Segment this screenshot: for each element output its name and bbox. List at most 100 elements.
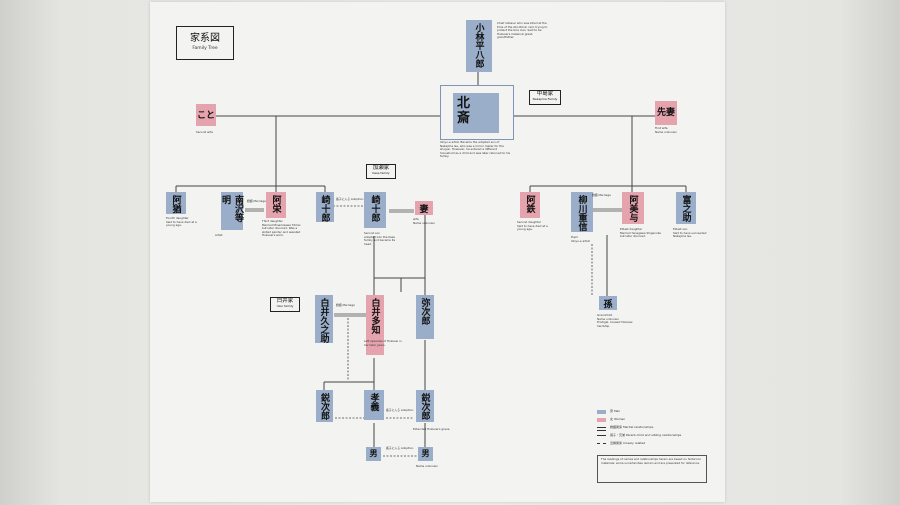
role-minamisawa: Artist — [215, 233, 223, 237]
node-sakijuro-name: 崎十郎 — [369, 195, 380, 222]
desc-nijiro2: Extended Hokusai's grave. — [413, 427, 451, 431]
adoption-label-2: 養子に入る Adoption — [386, 408, 414, 412]
legend-marriage-text: 婚姻関係 Marital relationships — [610, 425, 654, 429]
title-box: 家系図 Family Tree — [176, 26, 234, 60]
family-label-kase-en: Kase family — [372, 171, 390, 175]
node-kobayashi: 小林平八郎 — [466, 20, 492, 72]
legend-man-swatch — [597, 410, 606, 414]
desc-sakijuro-text: Adopted into the Kase family and became … — [364, 234, 396, 246]
title-jp: 家系図 — [190, 33, 220, 44]
node-nijiro-name: 鋭次郎 — [319, 393, 329, 420]
node-sakichi-name: 崎十郎 — [319, 195, 330, 222]
desc-usui-tachi: Left episodes of Hokusai in her later ye… — [364, 339, 402, 347]
desc-sakijuro: Second son Adopted into the Kase family … — [364, 231, 402, 246]
node-wife-name: 妻 — [419, 205, 429, 215]
node-mago: 孫 — [599, 296, 617, 310]
desc-mago-sub: Name unknown — [597, 316, 619, 321]
desc-tominosuke-role: Eldest son — [673, 227, 688, 231]
title-en: Family Tree — [192, 46, 218, 51]
marriage-label-2: 婚姻 Marriage — [592, 193, 611, 197]
desc-omiyo-text: Said to have died at a young age. — [166, 219, 197, 228]
family-label-usui: 白井家 Usui family — [270, 297, 300, 312]
legend-marriage-line — [597, 427, 606, 431]
node-yanagawa: 柳川重信 — [571, 192, 593, 232]
node-yanagawa-name: 柳川重信 — [576, 195, 587, 231]
node-mago-name: 孫 — [603, 300, 613, 310]
node-wife: 妻 — [415, 201, 433, 215]
node-first-wife: 先妻 — [655, 101, 677, 125]
family-label-usui-en: Usui family — [276, 304, 294, 308]
legend-man-text: 男 Man — [610, 409, 621, 413]
desc-oei: Third daughter Married Minamisawa Tōmei … — [262, 219, 304, 238]
legend-related-text: 近縁関係 Closely related — [610, 441, 646, 445]
node-usui-tachi-name: 白井多知 — [369, 298, 380, 334]
node-usui-tachi: 白井多知 — [366, 295, 384, 355]
desc-otetsu-text: Said to have died at a young age. — [517, 223, 548, 232]
desc-omiyo-role: Fourth daughter — [166, 216, 189, 220]
node-hokusai: 北斎 — [453, 93, 499, 133]
family-label-nakajima-en: Nakajima Family — [532, 97, 558, 101]
desc-kobayashi: Chief retainer who was killed at the tim… — [497, 21, 548, 40]
node-usui-kunosuke: 白井久之助 — [315, 295, 333, 343]
desc-omiyo2: Eldest daughter Married Yanagawa Shigeno… — [620, 227, 664, 239]
node-first-wife-name: 先妻 — [656, 108, 675, 118]
family-label-nakajima: 中島家 Nakajima Family — [529, 90, 561, 105]
node-omiyo: 阿猶 — [166, 192, 186, 214]
legend-parent-text: 親子・兄弟 Parent-child and sibling relations… — [610, 433, 682, 437]
desc-wife: wife Name unknown — [413, 217, 443, 225]
node-nijiro2-name: 鋭次郎 — [419, 393, 430, 420]
node-oei-name: 阿栄 — [270, 195, 281, 213]
node-nijiro: 鋭次郎 — [316, 390, 333, 422]
desc-omiyo2-text: Married Yanagawa Shigenobu but later div… — [620, 230, 662, 239]
desc-mago-role: Grandchild — [597, 313, 613, 317]
node-otetsu-name: 阿鉄 — [524, 195, 535, 213]
desc-omiyo2-role: Eldest daughter — [620, 227, 643, 231]
node-tominosuke: 富之助 — [676, 192, 696, 224]
node-koto: こと — [196, 104, 216, 126]
desc-wife-sub: Name unknown — [413, 220, 435, 225]
legend-woman-text: 女 Woman — [610, 417, 626, 421]
node-usui-kunosuke-name: 白井久之助 — [318, 298, 329, 343]
node-takayoshi: 孝義 — [364, 390, 384, 420]
desc-tominosuke-text: Said to have succeeded Nakajima Ise. — [673, 230, 707, 239]
desc-tominosuke: Eldest son Said to have succeeded Nakaji… — [673, 227, 713, 239]
desc-yanagawa: Pupil Ukiyo-e artist — [571, 235, 601, 243]
desc-otoko2: Name unknown — [416, 464, 438, 468]
marriage-label-1: 婚姻 Marriage — [247, 199, 266, 203]
node-omiyo2: 阿美与 — [622, 192, 644, 224]
adoption-label-3: 養子に入る Adoption — [386, 446, 414, 450]
legend-parent-line — [597, 435, 606, 436]
node-tominosuke-name: 富之助 — [680, 195, 691, 222]
desc-mago: Grandchild Name unknown Prodigal. Caused… — [597, 313, 641, 328]
desc-otetsu-role: Second daughter — [517, 220, 541, 224]
desc-yanagawa-role: Pupil — [571, 235, 578, 239]
family-label-kase: 加瀬家 Kase family — [366, 164, 396, 179]
node-oei: 阿栄 — [266, 192, 286, 218]
role-first-wife-sub: Name unknown — [655, 129, 677, 134]
legend-woman-swatch — [597, 418, 606, 422]
node-nijiro2: 鋭次郎 — [416, 390, 434, 422]
desc-oei-role: Third daughter — [262, 219, 283, 223]
node-takayoshi-name: 孝義 — [368, 393, 379, 411]
node-omiyo-name: 阿猶 — [170, 195, 181, 213]
node-otoko1-name: 男 — [369, 449, 378, 458]
desc-sakijuro-role: Second son — [364, 231, 381, 235]
legend-related-line — [597, 443, 606, 444]
node-koto-name: こと — [196, 111, 215, 121]
family-label-kase-jp: 加瀬家 — [372, 165, 390, 171]
desc-mago-text: Prodigal. Caused Hokusai hardship. — [597, 320, 633, 328]
node-yajiro-name: 弥次郎 — [419, 298, 430, 325]
note-box: The readings of names and relationships … — [597, 455, 707, 483]
desc-hokusai: Ukiyo-e artist. Became the adopted son o… — [440, 140, 511, 159]
node-otoko2: 男 — [418, 447, 433, 461]
desc-yanagawa-sub: Ukiyo-e artist — [571, 238, 590, 243]
node-sakijuro: 崎十郎 — [364, 192, 386, 228]
role-first-wife-role: First wife — [655, 126, 668, 130]
desc-wife-role: wife — [413, 217, 419, 221]
desc-omiyo: Fourth daughter Said to have died at a y… — [166, 216, 206, 228]
desc-oei-text: Married Minamisawa Tōmei but later divor… — [262, 222, 301, 238]
family-label-nakajima-jp: 中島家 — [536, 91, 554, 97]
node-sakichi: 崎十郎 — [316, 192, 334, 222]
adoption-label-1: 養子に入る Adoption — [336, 197, 364, 201]
